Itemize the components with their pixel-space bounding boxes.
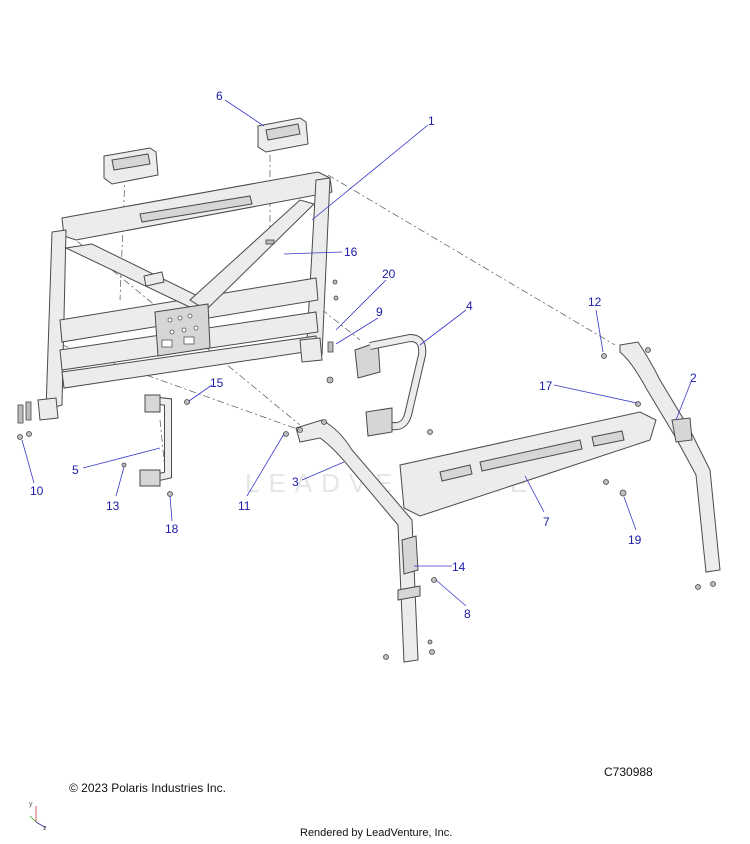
- rear-crossmember: [399, 401, 657, 517]
- rear-cab-frame: [37, 171, 333, 421]
- axis-label-y: y: [29, 801, 33, 808]
- front-pillar-left: [283, 419, 435, 663]
- callout-20[interactable]: 20: [382, 267, 396, 281]
- callout-10[interactable]: 10: [30, 484, 44, 498]
- callout-5[interactable]: 5: [72, 463, 79, 477]
- axis-label-z: z: [43, 825, 47, 832]
- callout-12[interactable]: 12: [588, 295, 602, 309]
- callout-1[interactable]: 1: [428, 114, 435, 128]
- rendered-by: Rendered by LeadVenture, Inc.: [300, 827, 453, 839]
- callouts: 1 2 3 4 5 6 7 8 9 10 11 12 13 14 15 16 1…: [30, 89, 697, 621]
- callout-4[interactable]: 4: [466, 299, 473, 313]
- callout-16[interactable]: 16: [344, 245, 358, 259]
- callout-14[interactable]: 14: [452, 560, 466, 574]
- lower-grab-bar: [121, 394, 190, 497]
- callout-8[interactable]: 8: [464, 607, 471, 621]
- copyright-notice: © 2023 Polaris Industries Inc.: [69, 781, 226, 795]
- callout-19[interactable]: 19: [628, 533, 642, 547]
- leader-lines: [21, 99, 692, 607]
- callout-18[interactable]: 18: [165, 522, 179, 536]
- callout-11[interactable]: 11: [238, 499, 251, 513]
- callout-15[interactable]: 15: [210, 376, 224, 390]
- drawing-number: C730988: [604, 765, 653, 779]
- frame-hardware: [17, 239, 339, 440]
- headrest-left: [103, 147, 159, 185]
- front-pillar-right: [601, 341, 721, 590]
- callout-2[interactable]: 2: [690, 371, 697, 385]
- callout-17[interactable]: 17: [539, 379, 553, 393]
- callout-13[interactable]: 13: [106, 499, 120, 513]
- callout-6[interactable]: 6: [216, 89, 223, 103]
- callout-9[interactable]: 9: [376, 305, 383, 319]
- callout-3[interactable]: 3: [292, 475, 299, 489]
- headrest-right: [257, 117, 309, 153]
- grab-bar: [354, 333, 427, 437]
- axis-triad: y z: [29, 801, 47, 832]
- callout-7[interactable]: 7: [543, 515, 550, 529]
